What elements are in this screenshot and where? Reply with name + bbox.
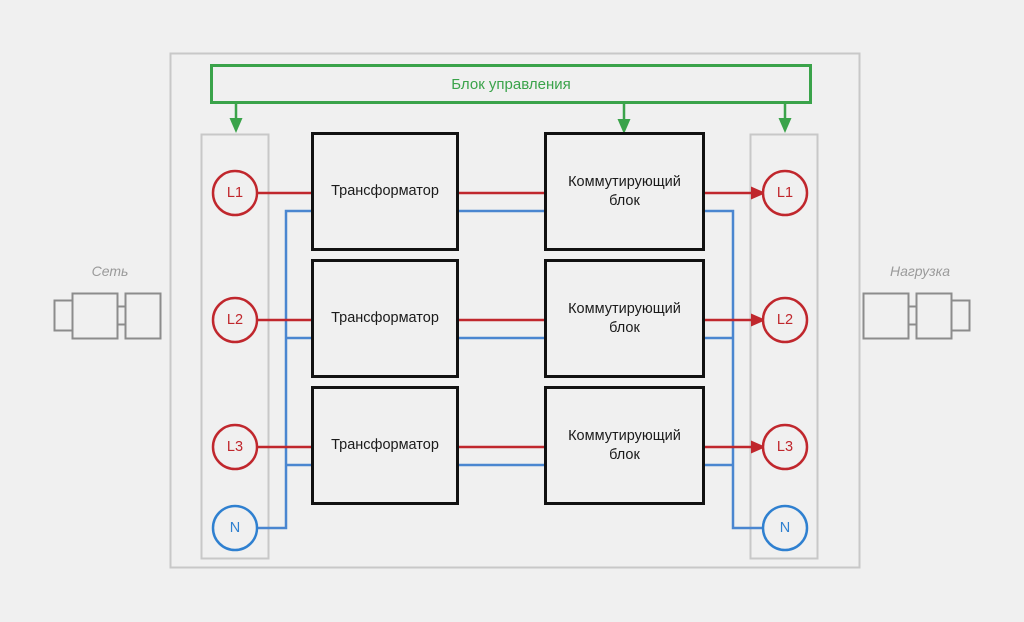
- switch-block-box-1: [544, 132, 705, 251]
- neutral-bus-output: [703, 209, 763, 530]
- input-terminal-circle-2: [211, 296, 259, 344]
- input-terminal-circle-1: [211, 169, 259, 217]
- input-terminal-circle-4: [211, 504, 259, 552]
- input-terminal-panel: [200, 133, 270, 560]
- control-block-box: [210, 64, 812, 104]
- neutral-bus-input: [235, 209, 312, 530]
- load-connector-icon: [862, 292, 971, 340]
- control-block-label: Блок управления: [451, 75, 571, 93]
- output-terminal-circle-2: [761, 296, 809, 344]
- input-terminal-circle-3: [211, 423, 259, 471]
- switch-block-box-2: [544, 259, 705, 378]
- mains-connector-icon: [53, 292, 162, 340]
- transformer-box-1: [311, 132, 459, 251]
- load-side-label: Нагрузка: [889, 263, 951, 279]
- output-terminal-circle-1: [761, 169, 809, 217]
- output-terminal-panel: [749, 133, 819, 560]
- transformer-box-2: [311, 259, 459, 378]
- switch-block-box-3: [544, 386, 705, 505]
- transformer-box-3: [311, 386, 459, 505]
- device-enclosure: [169, 52, 861, 569]
- output-terminal-circle-4: [761, 504, 809, 552]
- output-terminal-circle-3: [761, 423, 809, 471]
- mains-side-label: Сеть: [91, 263, 129, 279]
